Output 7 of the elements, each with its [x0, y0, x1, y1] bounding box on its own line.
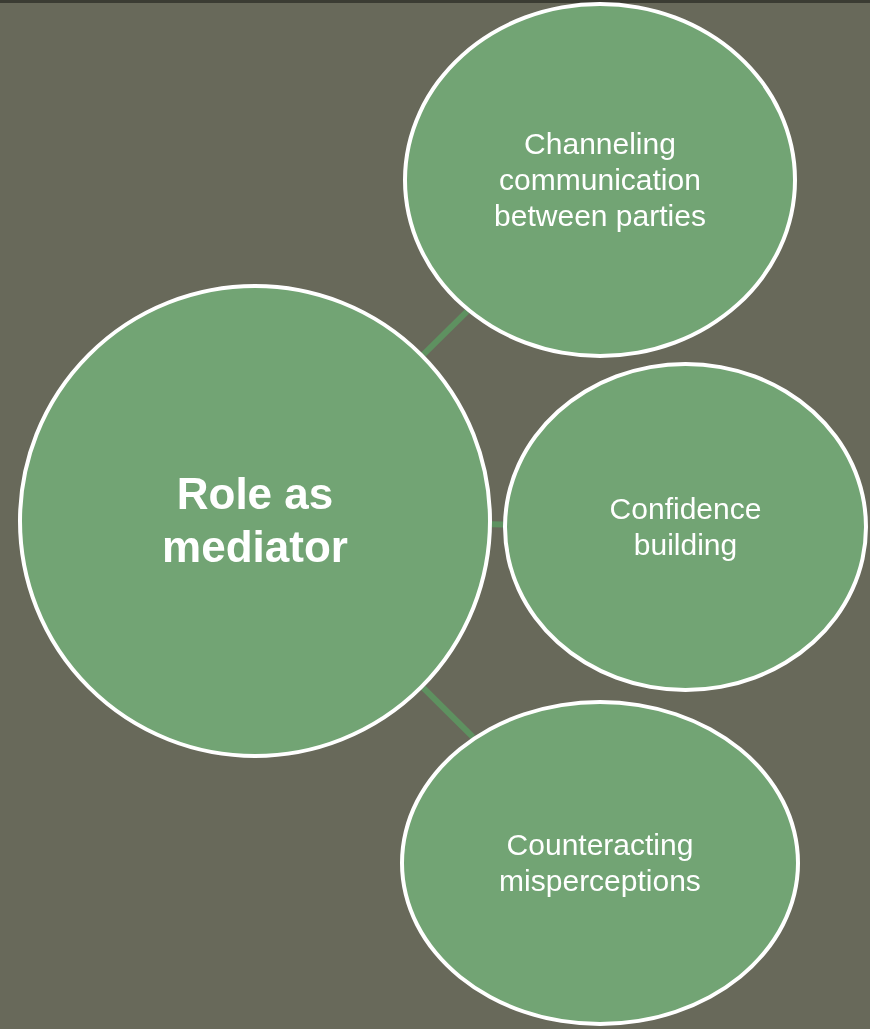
connector-line [421, 685, 476, 740]
connector-line [491, 521, 504, 528]
connector-line [421, 309, 470, 357]
node-label: Channeling communication between parties [493, 126, 707, 234]
node-heading: Role as mediator [161, 468, 349, 573]
node-label: Confidence building [608, 491, 763, 563]
node-label: Counteracting misperceptions [498, 827, 702, 899]
